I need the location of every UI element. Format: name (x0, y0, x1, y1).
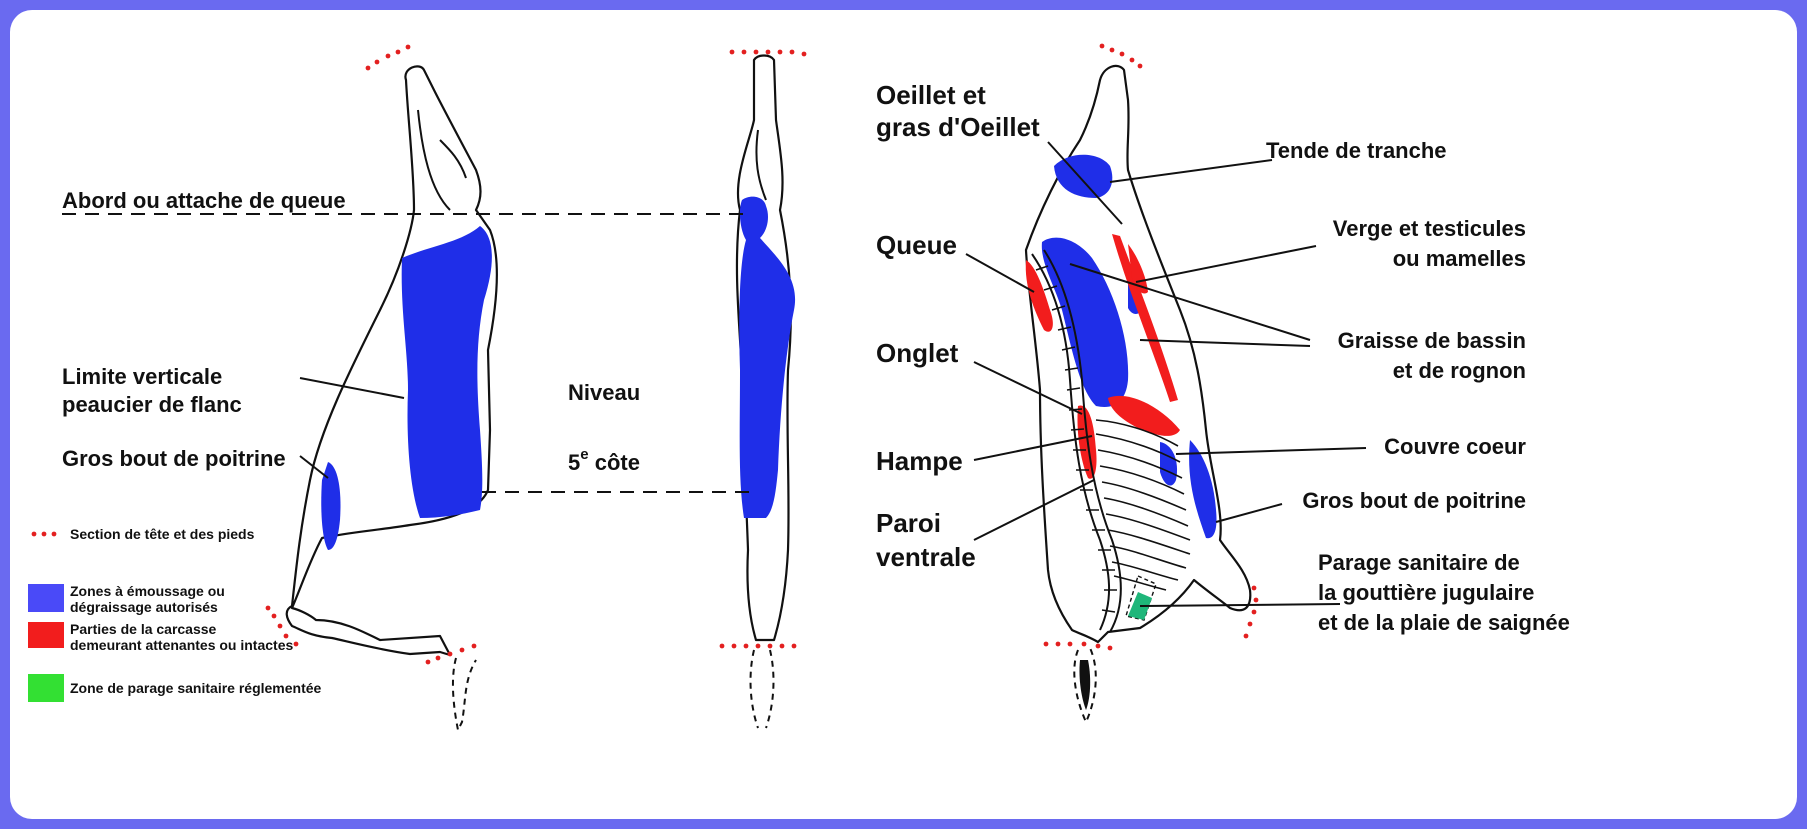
middle-carcass (720, 50, 807, 728)
label-oeillet-line1: Oeillet et (876, 80, 986, 110)
label-5e-cote: 5e côte (568, 446, 640, 475)
legend-blue-swatch (28, 584, 64, 612)
label-hampe: Hampe (876, 446, 963, 476)
label-paroi-line2: ventrale (876, 542, 976, 572)
right-foot-fill (1079, 660, 1090, 710)
label-parage-line1: Parage sanitaire de (1318, 550, 1520, 575)
label-verge-line2: ou mamelles (1393, 246, 1526, 271)
legend-section-text: Section de tête et des pieds (70, 526, 255, 542)
carcass-diagram: Abord ou attache de queue Limite vertica… (10, 10, 1797, 819)
label-graisse-line1: Graisse de bassin (1338, 328, 1526, 353)
right-carcass-outline (1026, 66, 1250, 642)
label-parage-line3: et de la plaie de saignée (1318, 610, 1570, 635)
middle-foot-stub (751, 650, 774, 728)
label-5e-number: 5 (568, 450, 580, 475)
label-paroi-line1: Paroi (876, 508, 941, 538)
diagram-panel: Abord ou attache de queue Limite vertica… (10, 10, 1797, 819)
legend-red-swatch (28, 622, 64, 648)
label-couvre-coeur: Couvre coeur (1384, 434, 1526, 459)
label-gros-bout-left: Gros bout de poitrine (62, 446, 286, 471)
label-niveau: Niveau (568, 380, 640, 405)
label-oeillet-line2: gras d'Oeillet (876, 112, 1040, 142)
label-gros-bout-right: Gros bout de poitrine (1302, 488, 1526, 513)
label-limite-line1: Limite verticale (62, 364, 222, 389)
label-limite-line2: peaucier de flanc (62, 392, 242, 417)
label-abord: Abord ou attache de queue (62, 188, 346, 213)
right-carcass (1026, 44, 1259, 722)
label-onglet: Onglet (876, 338, 959, 368)
label-parage-line2: la gouttière jugulaire (1318, 580, 1534, 605)
label-tende: Tende de tranche (1266, 138, 1447, 163)
legend-green-text: Zone de parage sanitaire réglementée (70, 680, 322, 696)
legend-section-dots (32, 532, 57, 537)
legend-blue-line2: dégraissage autorisés (70, 599, 218, 615)
left-carcass (266, 45, 497, 730)
legend-red-line1: Parties de la carcasse (70, 621, 217, 637)
label-queue: Queue (876, 230, 957, 260)
legend: Section de tête et des pieds Zones à émo… (28, 526, 322, 702)
label-5e-superscript: e (580, 446, 588, 463)
label-verge-line1: Verge et testicules (1333, 216, 1526, 241)
label-graisse-line2: et de rognon (1393, 358, 1526, 383)
legend-blue-line1: Zones à émoussage ou (70, 583, 225, 599)
label-5e-word: côte (589, 450, 640, 475)
legend-green-swatch (28, 674, 64, 702)
legend-red-line2: demeurant attenantes ou intactes (70, 637, 293, 653)
left-foot-stub (453, 658, 476, 730)
